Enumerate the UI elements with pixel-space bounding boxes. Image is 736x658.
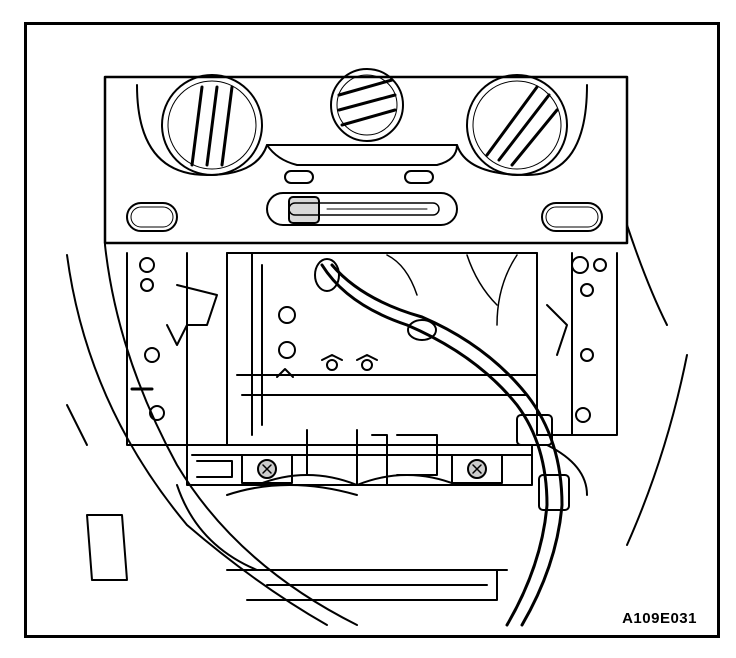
left-mounting-bracket [126,252,228,446]
lower-console [86,444,588,601]
right-knob [466,74,568,176]
slider-control [126,170,603,232]
radio-cavity [226,252,538,436]
heater-control-panel [103,75,629,245]
left-knob [161,74,263,176]
wire-harness [314,254,570,627]
center-knob [330,68,404,142]
diagram-frame: A109E031 [24,22,720,638]
radio-tray [186,429,533,486]
right-mounting-bracket [536,252,618,436]
figure-id-label: A109E031 [622,610,697,627]
radio-removal-illustration [66,68,688,627]
